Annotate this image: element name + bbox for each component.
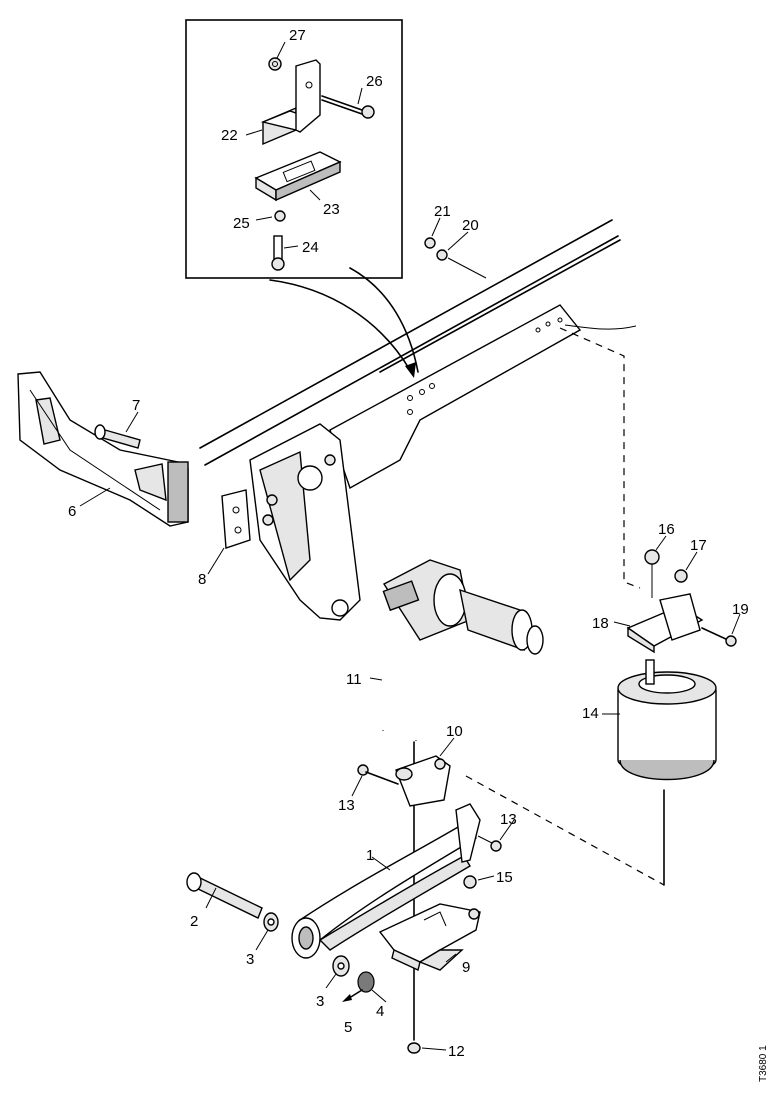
callout-27: 27 (289, 27, 306, 44)
bolt-part-7 (94, 424, 141, 449)
nut-part-4 (357, 971, 375, 993)
callout-11: 11 (346, 671, 362, 688)
bolt-part-20 (436, 249, 487, 279)
nut-part-16 (644, 549, 660, 598)
nut-part-12 (407, 1042, 421, 1054)
callout-13-right: 13 (500, 811, 517, 828)
callout-9: 9 (462, 959, 470, 976)
inset-pointer-arrows (269, 267, 419, 378)
bolt-part-13-left (357, 764, 399, 785)
callout-17: 17 (690, 537, 707, 554)
chassis-frame-rail (199, 219, 637, 490)
nut-part-27 (268, 57, 282, 71)
bolt-part-19 (701, 627, 737, 647)
bolt-part-13-right (477, 835, 502, 852)
bolt-part-26 (321, 95, 375, 119)
callout-7: 7 (132, 397, 140, 414)
callout-2: 2 (190, 913, 198, 930)
callout-4: 4 (376, 1003, 384, 1020)
bolt-part-2 (186, 872, 263, 919)
bracket-part-22 (260, 59, 321, 146)
callout-10: 10 (446, 723, 463, 740)
pad-part-23 (254, 151, 342, 202)
callout-12: 12 (448, 1043, 465, 1060)
nut-part-25 (274, 210, 286, 222)
spring-leaf-part-1 (291, 803, 481, 959)
leader-lines (79, 41, 741, 1051)
callout-5: 5 (344, 1019, 352, 1036)
callout-23: 23 (323, 201, 340, 218)
plate-part-8 (221, 489, 251, 549)
spring-hanger-bracket (249, 423, 361, 621)
nut-part-17 (674, 569, 688, 583)
bracket-part-6 (17, 371, 189, 527)
callout-3-upper: 3 (246, 951, 254, 968)
inset-detail-box (185, 19, 403, 279)
callout-26: 26 (366, 73, 383, 90)
drawing-code: T3680 1 (758, 1045, 769, 1082)
callout-13-left: 13 (338, 797, 355, 814)
callout-16: 16 (658, 521, 675, 538)
nut-part-21 (424, 237, 436, 249)
axle-hub-stub (382, 559, 544, 655)
callout-22: 22 (221, 127, 238, 144)
callout-25: 25 (233, 215, 250, 232)
callout-24: 24 (302, 239, 319, 256)
callout-20: 20 (462, 217, 479, 234)
nut-part-15 (463, 875, 477, 889)
pin-part-5 (342, 989, 363, 1002)
callout-18: 18 (592, 615, 609, 632)
top-plate-part-18 (626, 593, 704, 654)
callout-1: 1 (366, 847, 374, 864)
bolt-part-24 (271, 235, 285, 271)
callout-3-lower: 3 (316, 993, 324, 1010)
washer-part-3-lower (332, 955, 350, 977)
callout-14: 14 (582, 705, 599, 722)
clamp-part-10 (395, 755, 451, 807)
air-spring-part-14 (617, 659, 717, 886)
washer-part-3-upper (263, 912, 279, 932)
callout-19: 19 (732, 601, 749, 618)
callout-15: 15 (496, 869, 513, 886)
callout-6: 6 (68, 503, 76, 520)
axle-seat-part-9 (378, 903, 481, 971)
callout-21: 21 (434, 203, 451, 220)
u-bolt-part-11 (381, 639, 418, 1041)
assembly-guide-lines (465, 327, 665, 886)
callout-8: 8 (198, 571, 206, 588)
callout-labels: 27 26 22 23 25 24 21 20 7 6 8 16 17 18 1… (68, 27, 749, 1060)
